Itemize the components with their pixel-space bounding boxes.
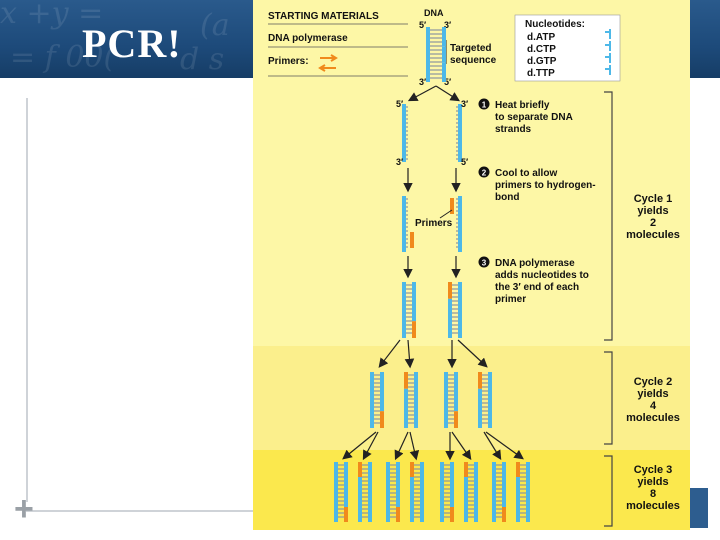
nucleotide-item: d.CTP	[527, 44, 556, 55]
process-arrow	[483, 431, 502, 461]
primers-label: Primers:	[268, 56, 309, 67]
dna-polymerase-label: DNA polymerase	[268, 33, 348, 44]
process-arrow	[342, 431, 377, 460]
dna-strand	[370, 372, 384, 428]
dna-strand	[426, 27, 446, 82]
dna-strand	[334, 462, 348, 522]
step-1-text: strands	[495, 124, 532, 135]
process-arrow	[485, 431, 524, 460]
cycle-2-label: Cycle 2 yields 4 molecules	[626, 376, 680, 424]
dna-label: DNA	[424, 8, 444, 18]
dna-strand	[402, 196, 408, 252]
step-2-text: bond	[495, 192, 519, 203]
svg-text:Cycle 1: Cycle 1	[634, 193, 673, 205]
dna-strand	[444, 372, 458, 428]
targeted-sequence-label: sequence	[450, 55, 497, 66]
step-number: 1	[482, 101, 487, 110]
cycle-3-label: Cycle 3 yields 8 molecules	[626, 464, 680, 512]
svg-text:Cycle 3: Cycle 3	[634, 464, 673, 476]
targeted-sequence-label: Targeted	[450, 43, 492, 54]
primer-sample-icon	[318, 54, 338, 72]
step-3-text: primer	[495, 294, 526, 305]
svg-text:4: 4	[650, 400, 657, 412]
nucleotides-heading: Nucleotides:	[525, 19, 585, 30]
process-arrow	[451, 431, 472, 460]
process-arrow	[404, 339, 415, 369]
nucleotide-item: d.GTP	[527, 56, 557, 67]
nucleotide-item: d.ATP	[527, 32, 555, 43]
svg-text:yields: yields	[637, 205, 668, 217]
end-label: 5′	[396, 99, 403, 109]
step-number: 3	[482, 259, 487, 268]
svg-text:yields: yields	[637, 388, 668, 400]
end-label: 3′	[444, 20, 451, 30]
panel-cycle2	[253, 346, 690, 450]
dna-strand	[402, 104, 408, 162]
dna-strand	[386, 462, 400, 522]
step-1-text: to separate DNA	[495, 112, 573, 123]
dna-strand	[456, 196, 462, 252]
dna-strand	[516, 462, 530, 522]
step-number-badge	[478, 256, 490, 268]
dna-strand	[456, 104, 462, 162]
slide-title: PCR!	[82, 21, 182, 66]
dna-strand	[410, 462, 424, 522]
process-arrow	[409, 431, 420, 461]
end-label: 5′	[419, 20, 426, 30]
cycle-1-label: Cycle 1 yields 2 molecules	[626, 193, 680, 241]
svg-text:molecules: molecules	[626, 500, 680, 512]
end-label: 5′	[444, 77, 451, 87]
process-arrow	[362, 431, 379, 461]
dna-strand	[492, 462, 506, 522]
step-number-badge	[478, 98, 490, 110]
end-label: 3′	[396, 157, 403, 167]
svg-text:molecules: molecules	[626, 412, 680, 424]
step-number: 2	[482, 169, 487, 178]
step-number-badge	[478, 166, 490, 178]
nucleotides-box	[514, 14, 621, 82]
plus-ornament: +	[14, 490, 34, 528]
step-2-text: primers to hydrogen-	[495, 180, 596, 191]
process-arrow	[435, 85, 461, 102]
dna-strand	[478, 372, 492, 428]
end-label: 3′	[419, 77, 426, 87]
svg-text:8: 8	[650, 488, 656, 500]
step-3-text: the 3′ end of each	[495, 282, 579, 293]
process-arrow	[378, 339, 401, 368]
process-arrow	[457, 339, 488, 368]
step-1-text: Heat briefly	[495, 100, 550, 111]
process-arrow	[394, 431, 409, 461]
starting-materials-heading: STARTING MATERIALS	[268, 11, 379, 22]
nucleotide-icons	[605, 29, 611, 75]
dna-strand	[402, 282, 416, 338]
step-3-text: DNA polymerase	[495, 258, 575, 269]
dna-strand	[440, 462, 454, 522]
cycle-brackets	[604, 91, 613, 527]
primers-callout: Primers	[415, 218, 453, 229]
dna-strand	[464, 462, 478, 522]
nucleotide-item: d.TTP	[527, 68, 555, 79]
step-2-text: Cool to allow	[495, 168, 557, 179]
end-label: 3′	[461, 99, 468, 109]
dna-strand	[404, 372, 418, 428]
svg-text:molecules: molecules	[626, 229, 680, 241]
panel-cycle3	[253, 450, 690, 530]
step-3-text: adds nucleotides to	[495, 270, 589, 281]
left-rule	[26, 98, 28, 502]
svg-text:Cycle 2: Cycle 2	[634, 376, 673, 388]
dna-strand	[448, 282, 462, 338]
process-arrow	[407, 85, 437, 102]
svg-text:2: 2	[650, 217, 656, 229]
end-label: 5′	[461, 157, 468, 167]
svg-text:yields: yields	[637, 476, 668, 488]
dna-strand	[358, 462, 372, 522]
